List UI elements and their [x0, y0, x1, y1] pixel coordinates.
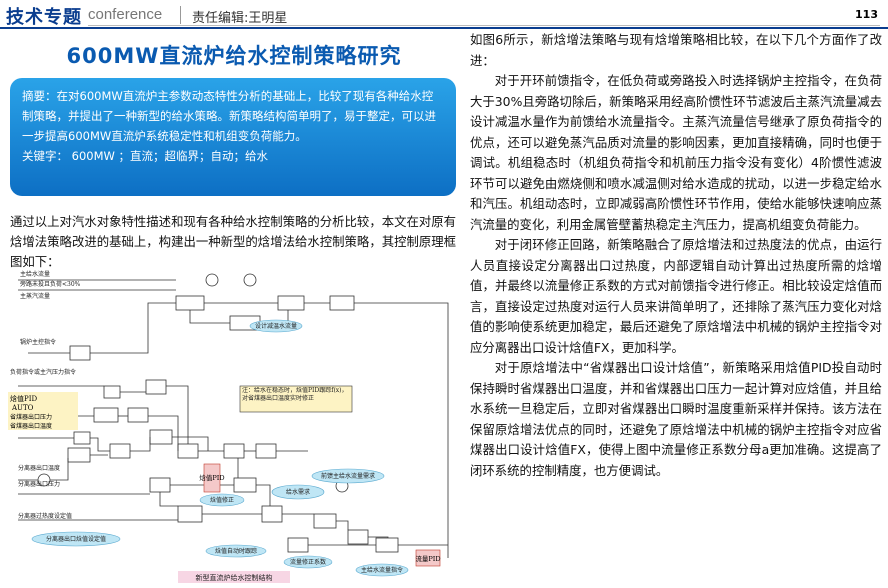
- ellipse-label: 给水需求: [286, 488, 310, 496]
- intro-paragraph: 通过以上对汽水对象特性描述和现有各种给水控制策略的分析比较，本文在对原有焓增法策…: [10, 214, 457, 269]
- ellipse-label: 焓值自动时跟踪: [215, 547, 257, 555]
- diagram-label-auto: AUTO: [11, 404, 34, 412]
- header-rule: [0, 27, 888, 29]
- section-logo: 技术专题: [6, 7, 82, 28]
- diagram-label: 负荷指令或主汽压力指令: [10, 368, 76, 376]
- editor-credit: 责任编辑:王明星: [192, 11, 288, 26]
- page-number: 113: [855, 8, 878, 21]
- abstract-text: 摘要：在对600MW直流炉主参数动态特性分析的基础上，比较了现有各种给水控制策略…: [22, 89, 436, 143]
- header-thin-rule: [88, 25, 880, 26]
- body-paragraph-1: 如图6所示，新焓增法策略与现有焓增策略相比较，在以下几个方面作了改进：: [470, 32, 882, 68]
- diagram-label: 主给水流量: [20, 270, 50, 278]
- diagram-label: 分离器出口温度: [18, 464, 60, 472]
- control-block-diagram: 主给水流量 旁路未投且负荷<30% 主蒸汽流量 锅炉主控指令 负荷指令或主汽压力…: [8, 268, 460, 584]
- body-paragraph-2: 对于开环前馈指令，在低负荷或旁路投入时选择锅炉主控指令，在负荷大于30%且旁路切…: [470, 73, 882, 232]
- diagram-caption: 新型直流炉给水控制结构: [196, 573, 273, 582]
- right-column: 如图6所示，新焓增法策略与现有焓增策略相比较，在以下几个方面作了改进： 对于开环…: [470, 30, 882, 481]
- body-paragraph-3: 对于闭环修正回路，新策略融合了原焓增法和过热度法的优点，由运行人员直接设定分离器…: [470, 237, 882, 355]
- diagram-label: 主蒸汽流量: [20, 292, 50, 300]
- ellipse-label: 前馈主给水流量需求: [321, 472, 375, 480]
- diagram-label: 分离器过热度设定值: [18, 512, 72, 520]
- page-header: 技术专题 conference 责任编辑:王明星 113: [0, 0, 888, 30]
- header-divider: [180, 6, 181, 24]
- ellipse-label: 主给水流量指令: [361, 566, 403, 574]
- ellipse-label: 分离器出口焓值设定值: [46, 535, 106, 543]
- diagram-note: 注：给水在稳态时，焓值PID跟踪f(x)，对省煤器出口温度实时修正: [242, 387, 348, 402]
- ellipse-label: 设计减温水流量: [255, 322, 297, 330]
- diagram-label: 旁路未投且负荷<30%: [20, 280, 81, 288]
- body-paragraph-4: 对于原焓增法中“省煤器出口设计焓值”，新策略采用焓值PID投自动时保持瞬时省煤器…: [470, 360, 882, 478]
- keywords: 关键字： 600MW ；直流；超临界；自动；给水: [22, 149, 269, 163]
- article-title: 600MW直流炉给水控制策略研究: [66, 44, 402, 68]
- flow-pid-block: 流量PID: [415, 554, 440, 563]
- ellipse-label: 焓值修正: [210, 496, 234, 504]
- diagram-label: 分离器出口压力: [18, 480, 60, 488]
- diagram-label: 省煤器出口压力: [10, 413, 52, 421]
- abstract-box: 摘要：在对600MW直流炉主参数动态特性分析的基础上，比较了现有各种给水控制策略…: [10, 78, 456, 196]
- diagram-label: 省煤器出口温度: [10, 422, 52, 430]
- diagram-label-pid: 焓值PID: [10, 394, 37, 403]
- section-subtitle: conference: [88, 6, 163, 23]
- enthalpy-pid-block: 焓值PID: [199, 473, 224, 482]
- ellipse-label: 流量修正系数: [290, 558, 326, 566]
- diagram-label: 锅炉主控指令: [20, 338, 56, 346]
